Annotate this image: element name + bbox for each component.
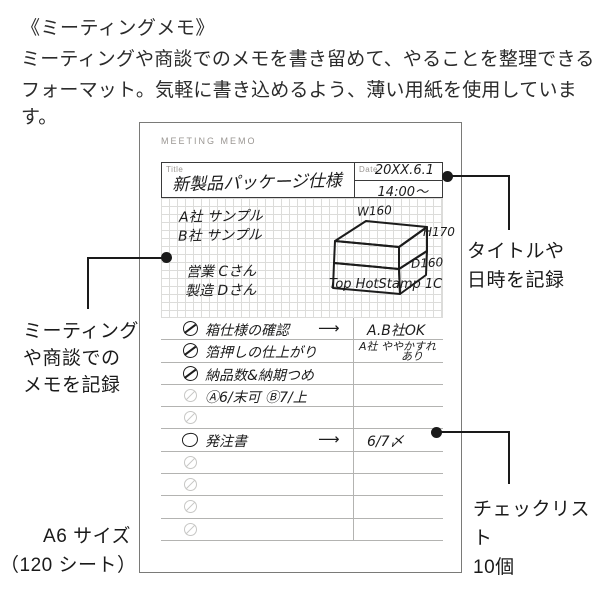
checklist-item-text: 箔押しの仕上がり xyxy=(205,345,317,362)
sketch-height-label: H170 xyxy=(423,225,455,239)
circle-slash-icon xyxy=(184,411,197,425)
checklist-item-note: 6/7〆 xyxy=(367,434,404,451)
checklist-row: 箱仕様の確認 ⟶ A.B社OK xyxy=(161,318,443,341)
annotation-line: （120 シート） xyxy=(0,555,137,576)
connector-dot xyxy=(431,427,442,438)
connector-line xyxy=(447,175,510,177)
annotation-title-date: タイトルや 日時を記録 xyxy=(467,237,565,295)
connector-line xyxy=(87,257,167,259)
checklist-item-text: 納品数&納期つめ xyxy=(205,367,314,384)
circle-slash-icon xyxy=(184,388,197,402)
connector-dot xyxy=(161,252,172,263)
checklist-row xyxy=(161,496,443,519)
annotation-line: メモを記録 xyxy=(23,375,121,396)
title-label: Title xyxy=(166,165,184,174)
checklist-row xyxy=(161,452,443,475)
page-title: 《ミーティングメモ》 xyxy=(21,18,215,39)
note-line: 営業 Cさん xyxy=(185,263,257,281)
annotation-line: や商談での xyxy=(23,348,121,369)
time-handwriting: 14:00〜 xyxy=(377,185,428,200)
note-line-2: あり xyxy=(401,350,423,364)
annotation-line: タイトルや xyxy=(467,241,565,262)
annotation-line: チェックリスト xyxy=(473,499,591,549)
handwritten-circle-icon xyxy=(181,432,199,449)
checklist-row: Ⓐ6/末可 Ⓑ7/上 xyxy=(161,385,443,408)
annotation-checklist: チェックリスト 10個 xyxy=(473,495,600,582)
checklist-column-divider xyxy=(353,318,354,541)
checklist-item-text: Ⓐ6/末可 Ⓑ7/上 xyxy=(205,389,307,406)
title-handwriting: 新製品パッケージ仕様 xyxy=(171,170,342,196)
connector-line xyxy=(436,431,510,433)
sketch-width-label: W160 xyxy=(356,203,393,219)
checklist-row: 発注書 ⟶ 6/7〆 xyxy=(161,429,443,452)
note-line: B社 サンプル xyxy=(177,227,262,245)
sketch-caption: Top HotStamp 1C xyxy=(329,277,443,292)
arrow-icon: ⟶ xyxy=(318,430,339,449)
title-date-box: Title 新製品パッケージ仕様 Date 20XX.6.1 14:00〜 xyxy=(161,162,443,200)
annotation-size: A6 サイズ （120 シート） xyxy=(0,522,137,580)
checklist-item-note: A社 ややかすれあり xyxy=(359,341,436,362)
circle-slash-icon xyxy=(184,522,197,536)
circle-slash-icon xyxy=(182,320,199,337)
annotation-line: 日時を記録 xyxy=(467,270,565,291)
annotation-memo-area: ミーティング や商談での メモを記録 xyxy=(23,318,139,399)
checklist-item-text: 箱仕様の確認 xyxy=(205,323,289,339)
date-field: Date 20XX.6.1 14:00〜 xyxy=(354,163,442,200)
connector-line xyxy=(87,257,89,309)
memo-header: MEETING MEMO xyxy=(161,136,257,146)
checklist-row: 箔押しの仕上がり A社 ややかすれあり xyxy=(161,340,443,363)
description-line-2: フォーマット。気軽に書き込めるよう、薄い用紙を使用しています。 xyxy=(21,80,577,128)
checklist-item-text: 発注書 xyxy=(205,434,247,451)
checklist: 箱仕様の確認 ⟶ A.B社OK 箔押しの仕上がり A社 ややかすれあり 納品数&… xyxy=(161,318,443,542)
annotation-line: 10個 xyxy=(473,557,515,578)
grid-note-area: A社 サンプル B社 サンプル 営業 Cさん 製造 Dさん W160 H170 … xyxy=(161,198,455,318)
checklist-row xyxy=(161,519,443,541)
checklist-row xyxy=(161,407,443,430)
date-divider xyxy=(355,180,442,181)
memo-pad: MEETING MEMO Title 新製品パッケージ仕様 Date 20XX.… xyxy=(139,122,462,573)
title-field: Title 新製品パッケージ仕様 xyxy=(162,163,354,197)
checklist-row xyxy=(161,474,443,497)
note-line-1: A社 ややかすれ xyxy=(359,340,437,354)
note-line: 製造 Dさん xyxy=(184,282,257,300)
box-sketch-icon xyxy=(332,220,428,295)
date-handwriting: 20XX.6.1 xyxy=(374,163,434,178)
connector-line xyxy=(508,431,510,484)
checklist-row: 納品数&納期つめ xyxy=(161,363,443,385)
circle-slash-icon xyxy=(184,500,197,514)
date-label: Date xyxy=(359,165,378,174)
circle-slash-icon xyxy=(184,478,197,492)
connector-line xyxy=(508,175,510,230)
arrow-icon: ⟶ xyxy=(318,319,339,337)
checklist-item-note: A.B社OK xyxy=(367,323,426,339)
connector-dot xyxy=(442,171,453,182)
description-line-1: ミーティングや商談でのメモを書き留めて、やることを整理できる xyxy=(21,49,595,70)
sketch-depth-label: D160 xyxy=(410,255,444,271)
circle-slash-icon xyxy=(184,455,197,469)
annotation-line: ミーティング xyxy=(23,321,139,342)
circle-slash-icon xyxy=(182,364,199,382)
annotation-line: A6 サイズ xyxy=(43,526,131,547)
circle-slash-icon xyxy=(182,342,199,360)
